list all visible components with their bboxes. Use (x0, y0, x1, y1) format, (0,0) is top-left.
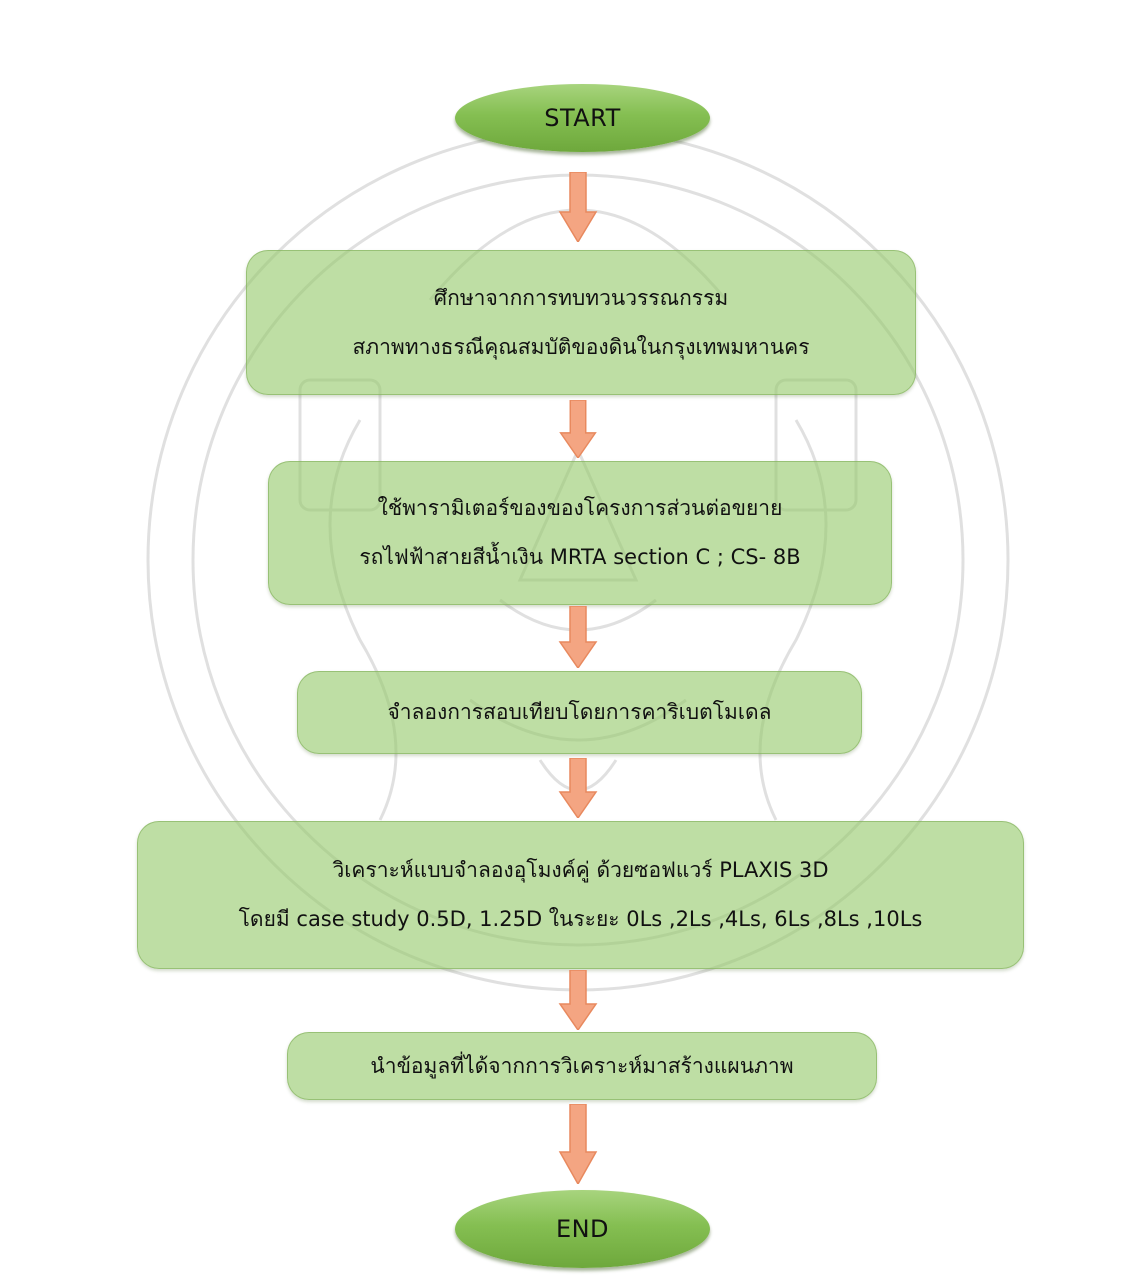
end-label: END (555, 1215, 610, 1243)
step-text-line: สภาพทางธรณีคุณสมบัติของดินในกรุงเทพมหานค… (352, 334, 810, 359)
step-plaxis-analysis: วิเคราะห์แบบจำลองอุโมงค์คู่ ด้วยซอฟแวร์ … (137, 821, 1024, 969)
flow-arrow (558, 970, 598, 1030)
step-text-line: โดยมี case study 0.5D, 1.25D ในระยะ 0Ls … (238, 907, 923, 931)
flow-arrow (558, 606, 598, 668)
step-text-line: ศึกษาจากการทบทวนวรรณกรรม (433, 285, 729, 310)
step-create-charts: นำข้อมูลที่ได้จากการวิเคราะห์มาสร้างแผนภ… (287, 1032, 877, 1100)
start-label: START (544, 104, 621, 132)
flow-arrow (558, 1104, 598, 1184)
flow-arrow (558, 758, 598, 818)
step-text-line: รถไฟฟ้าสายสีน้ำเงิน MRTA section C ; CS-… (359, 545, 801, 569)
step-model-calibration: จำลองการสอบเทียบโดยการคาริเบตโมเดล (297, 671, 862, 754)
flow-arrow (558, 172, 598, 242)
step-text-line: จำลองการสอบเทียบโดยการคาริเบตโมเดล (387, 700, 772, 724)
step-text-line: ใช้พารามิเตอร์ของของโครงการส่วนต่อขยาย (377, 496, 783, 520)
step-project-parameters: ใช้พารามิเตอร์ของของโครงการส่วนต่อขยาย ร… (268, 461, 892, 605)
end-node: END (455, 1190, 710, 1268)
start-node: START (455, 84, 710, 152)
step-text-line: นำข้อมูลที่ได้จากการวิเคราะห์มาสร้างแผนภ… (370, 1053, 794, 1078)
flow-arrow (559, 400, 597, 458)
step-text-line: วิเคราะห์แบบจำลองอุโมงค์คู่ ด้วยซอฟแวร์ … (332, 858, 829, 882)
step-literature-review: ศึกษาจากการทบทวนวรรณกรรม สภาพทางธรณีคุณส… (246, 250, 916, 395)
